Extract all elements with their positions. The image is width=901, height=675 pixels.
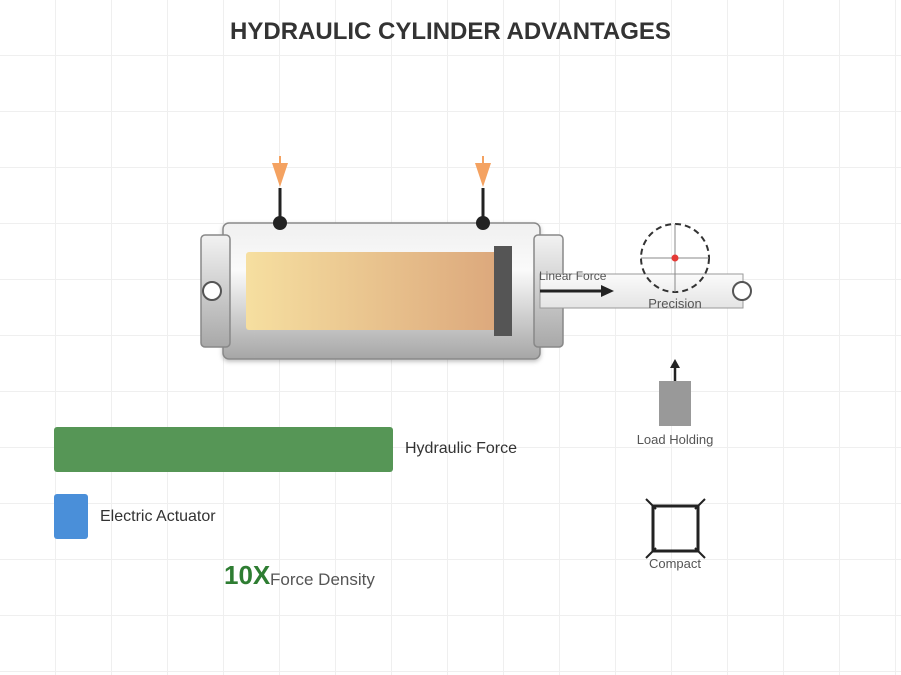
port-left xyxy=(273,188,287,230)
force-density-value: 10X xyxy=(224,560,271,590)
piston xyxy=(494,246,512,336)
arrow-down-icon xyxy=(475,156,491,187)
electric-actuator-bar xyxy=(54,494,88,539)
rod-end-pin xyxy=(732,281,752,301)
left-mount-pin xyxy=(202,281,222,301)
arrow-up-icon xyxy=(670,359,680,381)
hydraulic-force-bar xyxy=(54,427,393,472)
force-density-caption: Force Density xyxy=(270,570,375,589)
fluid-chamber xyxy=(246,252,498,330)
linear-force-label: Linear Force xyxy=(539,269,607,283)
arrow-down-icon xyxy=(272,156,288,187)
square-corners-icon xyxy=(645,498,706,559)
page-title: HYDRAULIC CYLINDER ADVANTAGES xyxy=(230,18,671,45)
port-right xyxy=(476,188,490,230)
hydraulic-force-label: Hydraulic Force xyxy=(405,440,518,457)
crosshair-icon xyxy=(640,223,710,293)
compact-label: Compact xyxy=(649,556,701,571)
electric-actuator-label: Electric Actuator xyxy=(100,508,216,525)
load-holding-label: Load Holding xyxy=(637,432,714,447)
load-block-icon xyxy=(659,381,691,426)
precision-label: Precision xyxy=(648,296,701,311)
force-arrow-icon xyxy=(540,285,614,297)
